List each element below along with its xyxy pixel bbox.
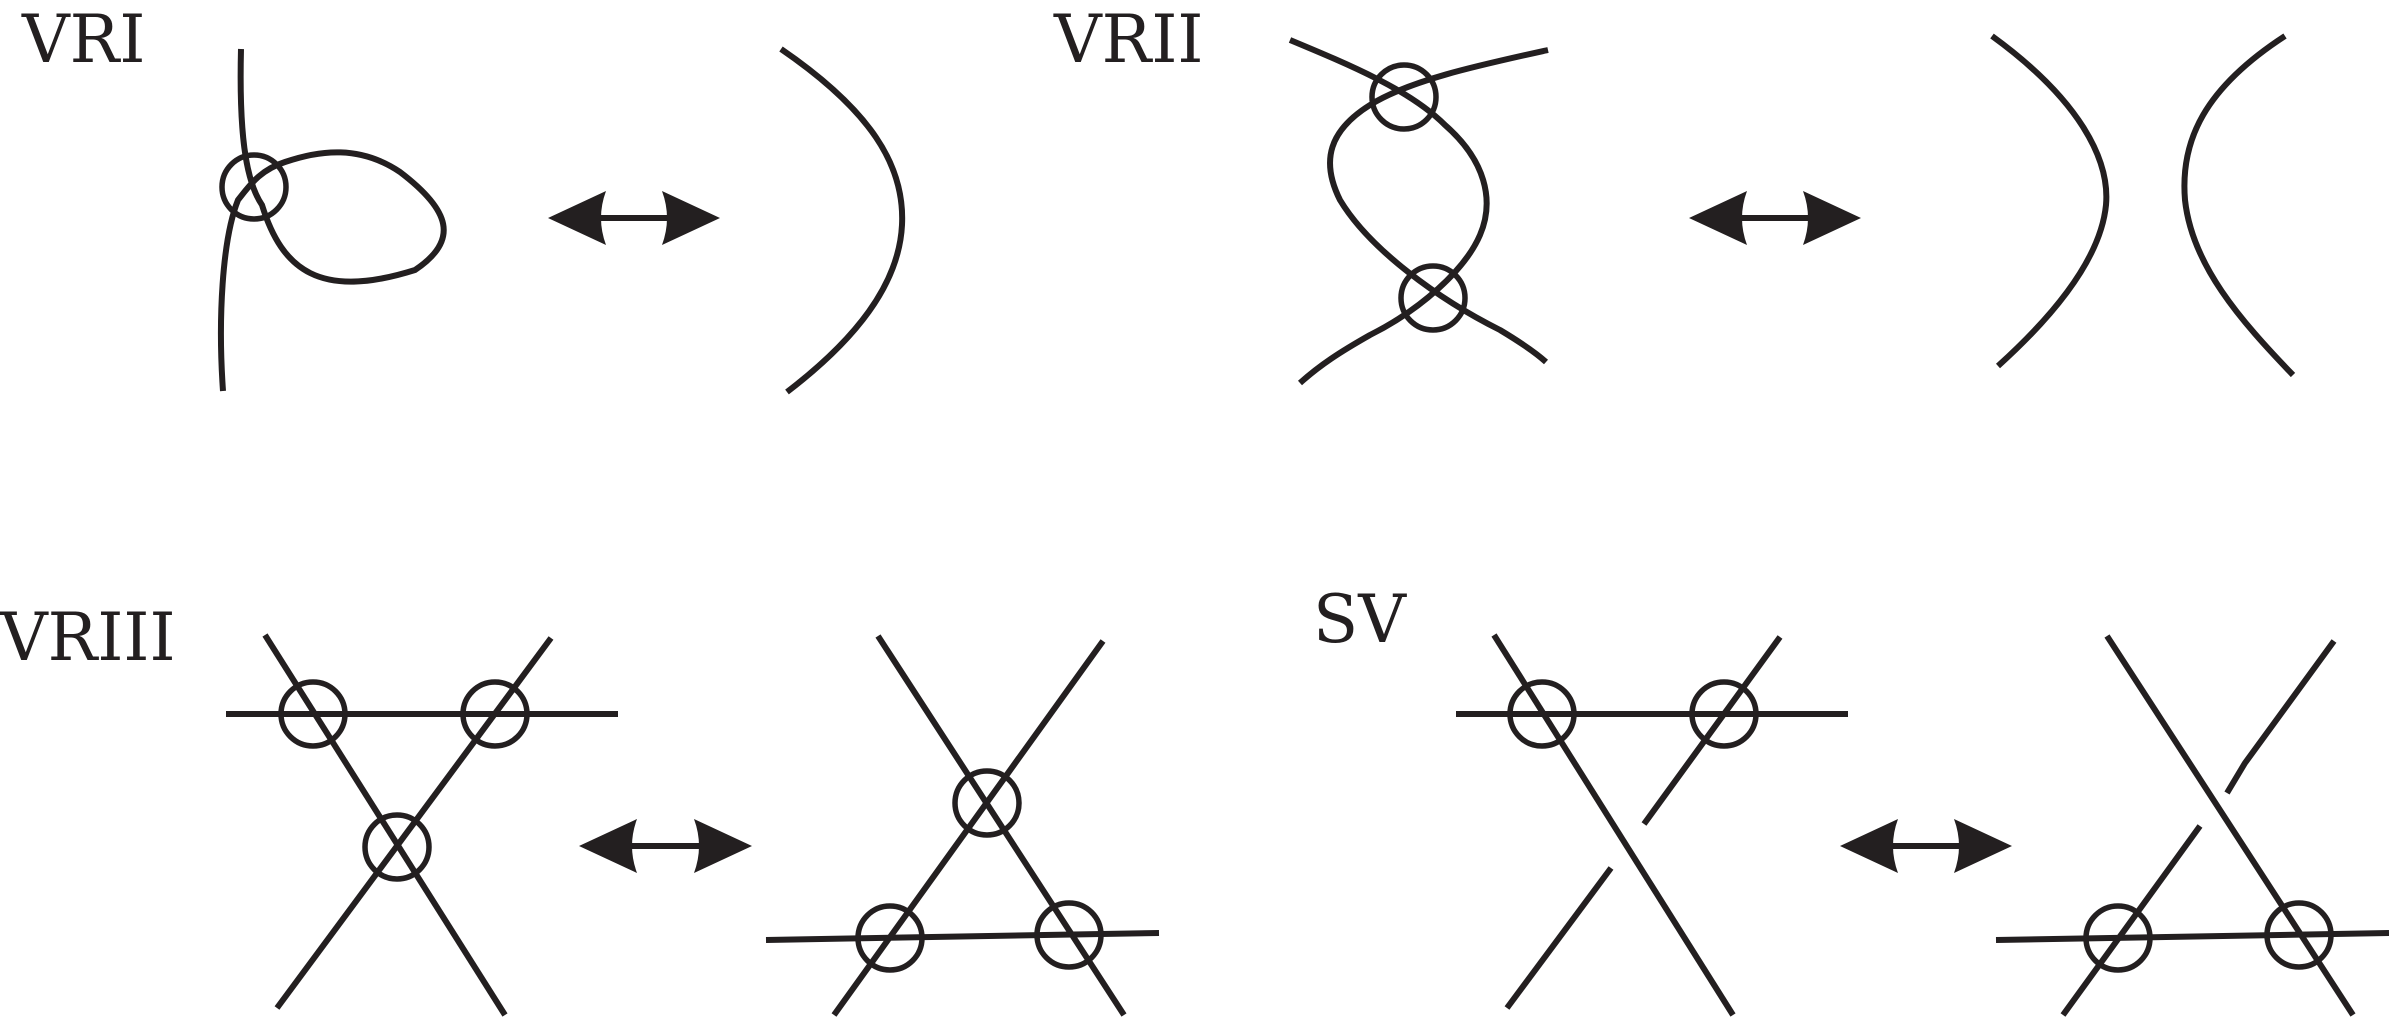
vr1-virtual-crossing-icon xyxy=(219,152,289,222)
vr3-right-diagram xyxy=(765,634,1160,1017)
vr3-left-virtual-crossing-3-icon xyxy=(362,812,432,882)
vr3-right-virtual-crossing-1-icon xyxy=(952,768,1022,838)
vr2-arc-right xyxy=(2181,33,2296,378)
vr3-left-diagonal-down xyxy=(262,633,508,1017)
vr2-left-diagram xyxy=(1288,37,1549,386)
vr1-left-diagram xyxy=(217,48,447,392)
vr2-arc-left xyxy=(1990,33,2110,369)
vr3-left-virtual-crossing-2-icon xyxy=(460,679,530,749)
vr3-left-virtual-crossing-1-icon xyxy=(278,679,348,749)
sv-right-diagonal-up-lower xyxy=(2060,824,2203,1017)
vr1-curl-strand xyxy=(217,48,447,392)
sv-left-diagram xyxy=(1456,633,1848,1017)
sv-left-diagonal-up-upper xyxy=(1641,635,1783,826)
vr1-arc-strand xyxy=(779,46,906,395)
label-vr1: VRI xyxy=(21,1,145,78)
move-vr1: VRI xyxy=(21,1,906,395)
vr2-virtual-crossing-bottom-icon xyxy=(1398,263,1468,333)
move-vr2: VRII xyxy=(1053,1,2296,386)
label-vr2: VRII xyxy=(1053,1,1204,78)
sv-left-virtual-crossing-1-icon xyxy=(1507,679,1577,749)
vr3-right-diagonal-down xyxy=(875,634,1127,1017)
sv-right-virtual-crossing-1-icon xyxy=(2083,903,2153,973)
vr3-right-horizontal-strand xyxy=(765,930,1160,943)
vr2-arrow-icon xyxy=(1689,191,1861,245)
vr3-arrow-icon xyxy=(579,819,752,873)
sv-right-horizontal-strand xyxy=(1995,930,2389,943)
vr3-left-diagram xyxy=(226,633,618,1017)
move-vr3: VRIII xyxy=(0,599,1160,1017)
sv-right-diagonal-up-upper xyxy=(2224,639,2337,795)
label-sv: SV xyxy=(1313,581,1407,658)
sv-left-diagonal-up-lower xyxy=(1504,866,1614,1010)
vr2-strand-b xyxy=(1327,47,1549,365)
vr3-right-virtual-crossing-3-icon xyxy=(1034,900,1104,970)
vr3-right-virtual-crossing-2-icon xyxy=(855,903,925,973)
move-sv: SV xyxy=(1313,581,2389,1017)
sv-right-virtual-crossing-2-icon xyxy=(2264,900,2334,970)
sv-left-diagonal-down xyxy=(1491,633,1736,1017)
vr2-virtual-crossing-top-icon xyxy=(1369,62,1439,132)
sv-arrow-icon xyxy=(1840,819,2012,873)
sv-right-diagram xyxy=(1995,634,2389,1017)
sv-right-diagonal-down xyxy=(2104,634,2356,1017)
vr2-right-diagram xyxy=(1990,33,2296,378)
label-vr3: VRIII xyxy=(0,599,176,676)
vr1-arrow-icon xyxy=(548,191,720,245)
vr2-strand-a xyxy=(1288,37,1490,386)
vr1-right-diagram xyxy=(779,46,906,395)
sv-left-virtual-crossing-2-icon xyxy=(1689,679,1759,749)
